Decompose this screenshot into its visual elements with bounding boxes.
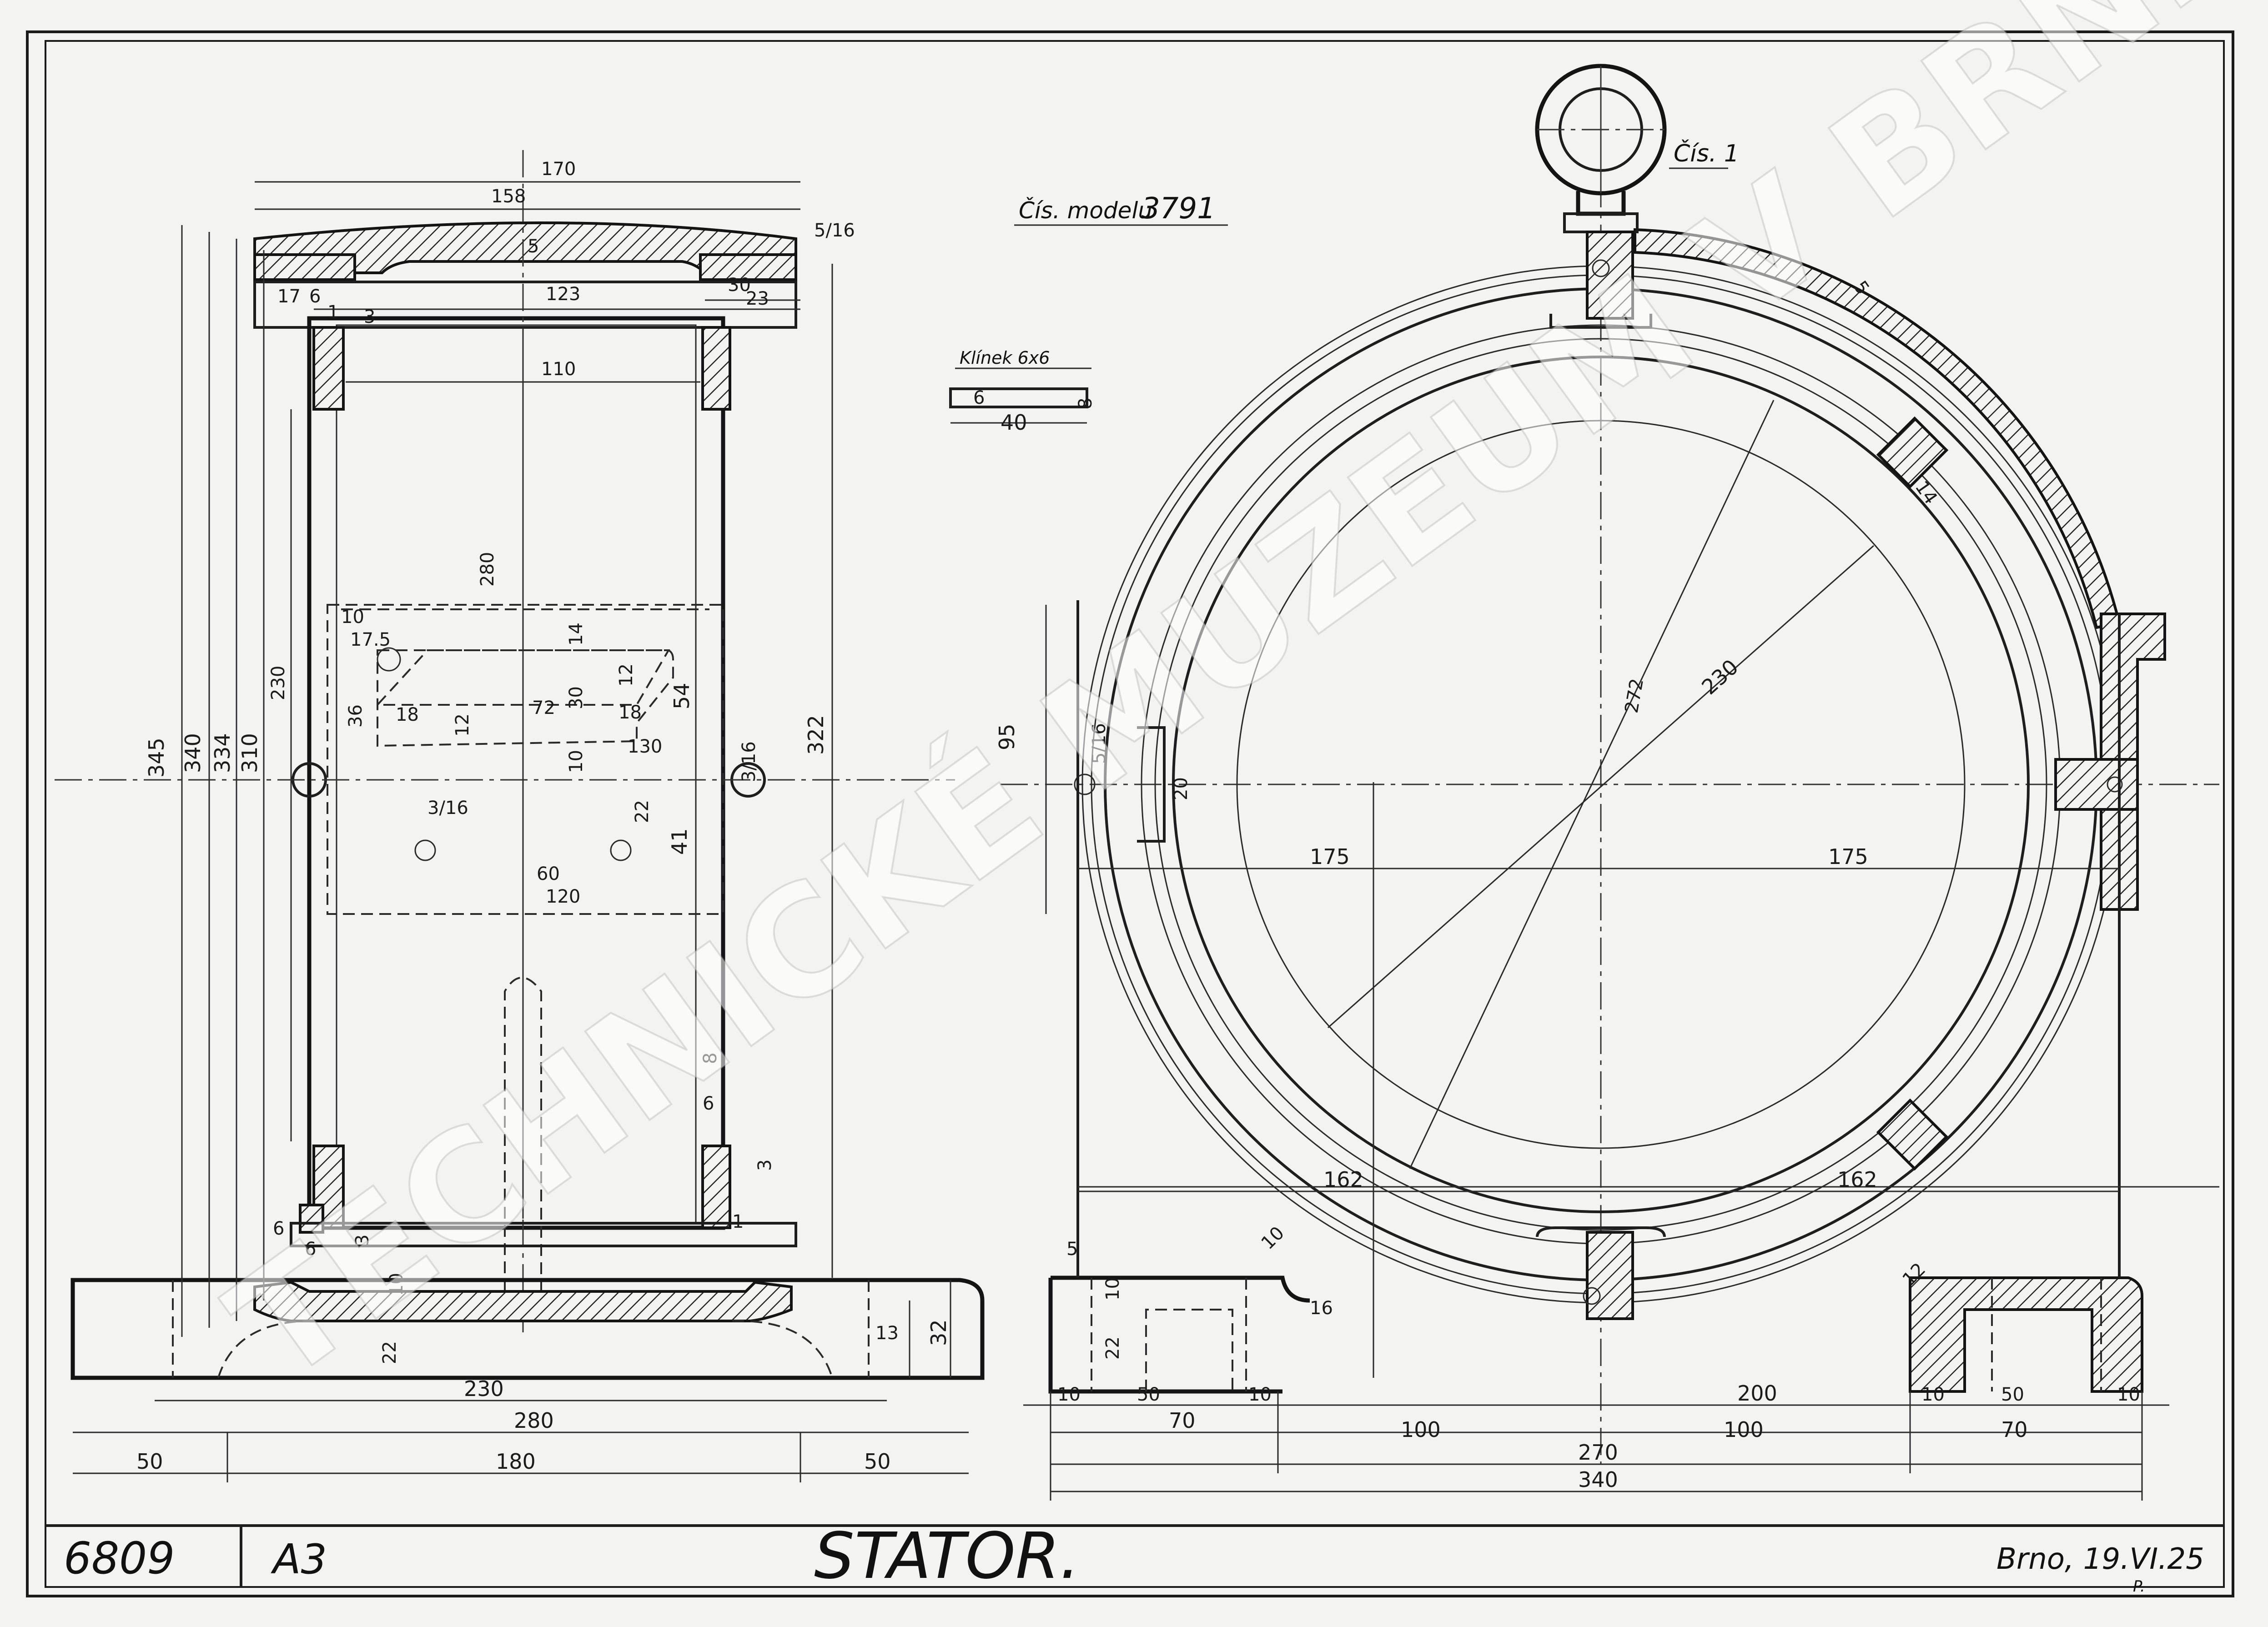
dim-340: 340 [181,733,205,773]
dim-50-left: 50 [136,1449,163,1474]
dim-345: 345 [144,738,169,778]
dim-22-front: 22 [1102,1336,1123,1360]
dim-17: 17 [277,286,301,307]
dim-170: 170 [541,159,576,180]
dim-5-16-top: 5/16 [814,220,855,241]
drawing-format: A3 [271,1536,327,1583]
dim-123: 123 [546,284,580,305]
dim-110: 110 [541,359,576,380]
front-view [1001,64,2219,1501]
dim-6-bottom: 6 [273,1218,284,1239]
dim-100-b: 100 [1724,1417,1764,1442]
dim-10-vertical: 10 [1102,1277,1123,1301]
dim-270: 270 [1578,1440,1618,1465]
dim-5-top: 5 [528,236,539,257]
dim-16: 16 [1310,1298,1333,1319]
dim-162-right: 162 [1837,1167,1877,1192]
dim-6-top: 6 [309,286,321,307]
dim-18-right: 18 [619,702,642,723]
dim-10-a: 10 [1057,1384,1081,1405]
dim-50-a: 50 [1137,1384,1160,1405]
dim-200: 200 [1737,1381,1777,1406]
dim-23: 23 [746,288,769,309]
dim-50-b: 50 [2001,1384,2024,1405]
dim-230-bottom: 230 [464,1376,504,1401]
dim-340-front: 340 [1578,1467,1618,1492]
dim-230: 230 [268,666,289,700]
model-number: 3791 [1142,192,1216,226]
dim-3-16-left: 3/16 [427,798,468,819]
dim-3-16-right: 3/16 [739,741,759,782]
dim-1-top: 1 [327,302,339,323]
key-dim-8: 8 [1075,398,1096,409]
dim-12-b: 12 [452,713,473,737]
dim-95: 95 [995,723,1019,750]
dim-5-16-front: 5/16 [1089,723,1110,764]
dim-6-mid: 6 [703,1093,714,1114]
dim-14: 14 [566,623,587,646]
side-view [55,150,985,1482]
part-number-label: Čís. 1 [1674,139,1739,167]
dim-158: 158 [491,186,526,207]
dim-72: 72 [532,698,555,718]
dim-22-bottom: 22 [379,1341,400,1364]
dim-10-bottom: 10 [386,1273,407,1296]
drawing-annotations: Čís. modelu 3791 Čís. 1 Klínek 6x6 6 40 … [949,139,1739,435]
dim-180: 180 [496,1449,536,1474]
dim-22: 22 [632,800,653,823]
dim-32: 32 [926,1319,951,1346]
model-label: Čís. modelu [1019,197,1152,224]
dim-12: 12 [616,663,637,687]
dim-30: 30 [728,275,751,296]
dim-5-foot: 5 [1066,1239,1078,1260]
title-block: 6809 A3 STATOR. Brno, 19.VI.25 P. [45,1519,2224,1596]
drawing-number: 6809 [64,1533,175,1584]
dim-10-b: 10 [1248,1384,1272,1405]
dim-50-right: 50 [864,1449,891,1474]
dim-322: 322 [804,715,828,755]
dim-54: 54 [669,683,694,709]
drawing-title: STATOR. [814,1519,1080,1593]
dim-30-core: 30 [566,686,587,709]
dim-3-bottom: 3 [352,1235,373,1246]
dim-100-a: 100 [1401,1417,1441,1442]
side-view-dimensions: 170 158 123 110 30 23 17 6 1 3 5 5/16 34… [136,159,951,1474]
dim-10-d: 10 [2117,1384,2140,1405]
dim-3-mid: 3 [754,1160,775,1171]
dim-20: 20 [1171,777,1192,800]
key-dim-6: 6 [973,387,985,408]
dim-8: 8 [700,1053,721,1064]
key-sketch [949,387,1088,408]
dim-310: 310 [237,733,262,773]
key-label: Klínek 6x6 [960,348,1050,368]
dim-334: 334 [210,733,235,773]
dim-36: 36 [345,704,366,728]
dim-10-c: 10 [1921,1384,1945,1405]
dim-41: 41 [667,828,692,855]
dim-175-left: 175 [1310,844,1350,869]
dim-10: 10 [341,607,364,628]
dim-70-b: 70 [2001,1417,2028,1442]
dim-1-bottom: 1 [732,1211,744,1232]
dim-18-left: 18 [396,704,419,725]
dim-60: 60 [537,864,560,884]
dim-6-bottom-b: 6 [305,1239,316,1260]
dim-280-bottom: 280 [514,1408,554,1433]
author-initials: P. [2133,1577,2145,1596]
dim-13: 13 [875,1323,899,1344]
dim-280: 280 [477,552,498,587]
dim-175-right: 175 [1828,844,1868,869]
place-date: Brno, 19.VI.25 [1996,1542,2204,1576]
dim-3-top: 3 [364,306,375,327]
key-dim-40: 40 [1001,410,1027,435]
dim-17-5: 17.5 [350,629,391,650]
dim-70-a: 70 [1169,1408,1196,1433]
dim-120: 120 [546,886,580,907]
dim-130: 130 [628,736,662,757]
dim-162-left: 162 [1323,1167,1363,1192]
dim-10-b: 10 [566,750,587,773]
